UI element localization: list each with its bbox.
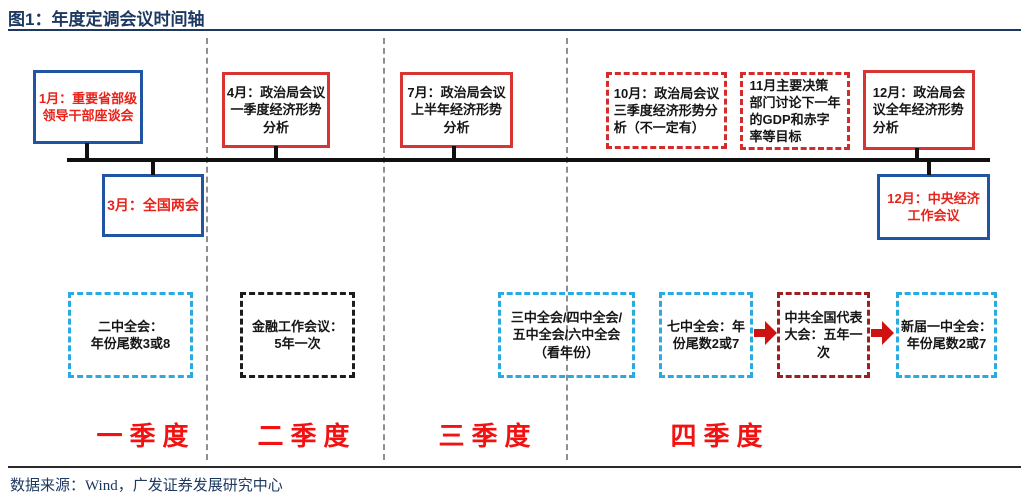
connector-dec-cewc: [927, 161, 931, 175]
box-seventh-plenary: 七中全会：年 份尾数2或7: [659, 292, 753, 378]
box-jan-symposium-text: 1月：重要省部级 领导干部座谈会: [38, 90, 138, 123]
quarter-divider-q2-q3: [383, 38, 385, 460]
connector-dec-politburo: [915, 148, 919, 159]
box-dec-cewc-text: 12月：中央经济 工作会议: [887, 190, 980, 223]
timeline-axis: [67, 158, 990, 162]
box-oct-politburo: 10月：政治局会议 三季度经济形势分 析（不一定有）: [606, 72, 727, 149]
box-dec-politburo: 12月：政治局会 议全年经济形势 分析: [863, 70, 975, 150]
box-national-congress-text: 中共全国代表 大会：五年一 次: [784, 310, 863, 360]
connector-mar: [151, 161, 155, 175]
box-jul-politburo-text: 7月：政治局会议 上半年经济形势 分析: [407, 85, 506, 135]
box-financial-work-conference-text: 金融工作会议： 5年一次: [251, 318, 343, 351]
quarter-label-q4: 四季度: [670, 421, 770, 451]
box-national-congress: 中共全国代表 大会：五年一 次: [777, 292, 870, 378]
figure-title: 图1：年度定调会议时间轴: [8, 10, 205, 29]
box-nov-targets: 11月主要决策 部门讨论下一年 的GDP和赤字 率等目标: [740, 72, 850, 150]
box-apr-politburo-text: 4月：政治局会议 一季度经济形势 分析: [226, 85, 326, 135]
box-apr-politburo: 4月：政治局会议 一季度经济形势 分析: [222, 72, 330, 148]
arrow-right-icon: [754, 320, 777, 346]
box-nov-targets-text: 11月主要决策 部门讨论下一年 的GDP和赤字 率等目标: [749, 77, 841, 145]
box-mar-two-sessions-text: 3月：全国两会: [107, 197, 199, 214]
box-mid-plenaries-text: 三中全会/四中全会/ 五中全会/六中全会 （看年份）: [510, 310, 623, 360]
box-dec-politburo-text: 12月：政治局会 议全年经济形势 分析: [872, 85, 966, 135]
box-mar-two-sessions: 3月：全国两会: [102, 174, 204, 237]
box-jan-symposium: 1月：重要省部级 领导干部座谈会: [33, 70, 143, 144]
quarter-divider-q1-q2: [206, 38, 208, 460]
title-underline: [8, 29, 1021, 31]
box-financial-work-conference: 金融工作会议： 5年一次: [240, 292, 355, 378]
box-oct-politburo-text: 10月：政治局会议 三季度经济形势分 析（不一定有）: [613, 85, 720, 136]
box-mid-plenaries: 三中全会/四中全会/ 五中全会/六中全会 （看年份）: [498, 292, 635, 378]
quarter-label-q2: 二季度: [257, 421, 357, 451]
box-jul-politburo: 7月：政治局会议 上半年经济形势 分析: [400, 72, 513, 148]
box-second-plenary-text: 二中全会： 年份尾数3或8: [90, 318, 171, 351]
box-new-first-plenary-text: 新届一中全会： 年份尾数2或7: [900, 318, 992, 351]
footer-divider: [8, 466, 1021, 468]
connector-apr: [274, 146, 278, 159]
box-new-first-plenary: 新届一中全会： 年份尾数2或7: [896, 292, 997, 378]
quarter-label-q1: 一季度: [96, 421, 196, 451]
quarter-label-q3: 三季度: [438, 421, 538, 451]
connector-jan: [85, 143, 89, 159]
connector-jul: [452, 146, 456, 159]
arrow-right-icon: [871, 320, 894, 346]
box-seventh-plenary-text: 七中全会：年 份尾数2或7: [666, 318, 745, 351]
box-second-plenary: 二中全会： 年份尾数3或8: [68, 292, 193, 378]
quarter-divider-q3-q4: [566, 38, 568, 460]
box-dec-cewc: 12月：中央经济 工作会议: [877, 174, 990, 240]
data-source-note: 数据来源：Wind，广发证券发展研究中心: [10, 478, 283, 494]
